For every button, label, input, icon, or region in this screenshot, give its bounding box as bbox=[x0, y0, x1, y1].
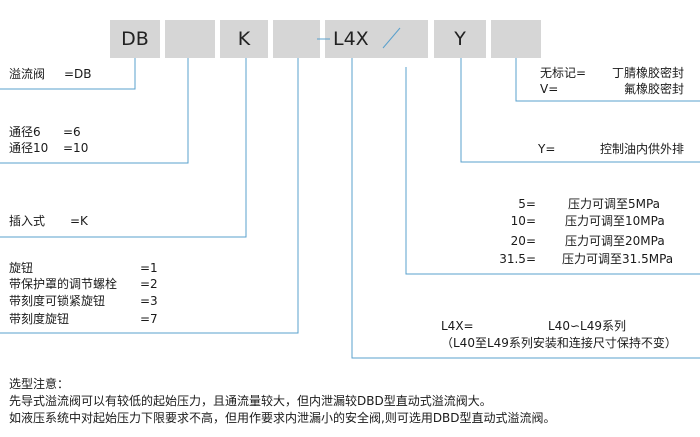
code-db: DB bbox=[121, 28, 149, 50]
insert-label: 插入式 bbox=[9, 214, 46, 228]
pressure-desc-31: 压力可调至31.5MPa bbox=[562, 252, 674, 266]
notes-line-2: 如液压系统中对起始压力下限要求不高，但用作要求内泄漏小的安全阀,则可选用DBD型… bbox=[9, 411, 556, 425]
pressure-desc-5: 压力可调至5MPa bbox=[568, 197, 661, 211]
code-box-blank-3 bbox=[491, 20, 541, 58]
adjust-value-7: =7 bbox=[140, 312, 158, 326]
code-box-y: Y bbox=[434, 20, 486, 58]
pressure-key-31: 31.5= bbox=[499, 252, 536, 266]
size-label-10: 通径10 bbox=[9, 141, 49, 155]
notes-title: 选型注意： bbox=[9, 377, 70, 391]
series-note: （L40至L49系列安装和连接尺寸保持不变） bbox=[441, 336, 677, 350]
seal-key-v: V= bbox=[540, 82, 559, 96]
code-box-l4x: L4X bbox=[325, 20, 428, 58]
adjust-label-3: 带刻度可锁紧旋钮 bbox=[9, 294, 106, 308]
code-y: Y bbox=[454, 28, 466, 50]
adjust-value-3: =3 bbox=[140, 294, 158, 308]
pressure-desc-10: 压力可调至10MPa bbox=[565, 214, 665, 228]
insert-value: =K bbox=[70, 214, 88, 228]
seal-desc-fkm: 氟橡胶密封 bbox=[623, 82, 684, 96]
line-series bbox=[351, 58, 700, 359]
series-key: L4X= bbox=[441, 319, 474, 333]
code-box-db: DB bbox=[110, 20, 160, 58]
line-pressure bbox=[405, 67, 700, 275]
pressure-key-20: 20= bbox=[510, 234, 536, 248]
code-l4x: L4X bbox=[333, 28, 369, 50]
line-db bbox=[0, 58, 136, 90]
line-adjust bbox=[0, 58, 299, 334]
code-box-blank-1 bbox=[165, 20, 215, 58]
pressure-key-10: 10= bbox=[510, 214, 536, 228]
valve-label: 溢流阀 bbox=[9, 67, 46, 81]
drain-desc: 控制油内供外排 bbox=[599, 142, 684, 156]
series-range: L40∽L49系列 bbox=[548, 319, 626, 333]
line-size bbox=[0, 58, 189, 164]
adjust-value-1: =1 bbox=[140, 261, 158, 275]
line-drain bbox=[460, 58, 700, 163]
adjust-label-2: 带保护罩的调节螺栓 bbox=[9, 277, 118, 291]
valve-value: =DB bbox=[64, 67, 92, 81]
drain-key: Y= bbox=[538, 142, 556, 156]
code-box-k: K bbox=[220, 20, 268, 58]
adjust-value-2: =2 bbox=[140, 277, 158, 291]
line-insert bbox=[0, 58, 247, 238]
pressure-key-5: 5= bbox=[518, 197, 536, 211]
notes-line-1: 先导式溢流阀可以有较低的起始压力，且通流量较大，但内泄漏较DBD型直动式溢流阀大… bbox=[9, 394, 492, 408]
code-box-blank-2 bbox=[273, 20, 320, 58]
size-label-6: 通径6 bbox=[9, 125, 41, 139]
line-seal bbox=[515, 58, 700, 102]
code-k: K bbox=[237, 28, 251, 50]
seal-key-none: 无标记= bbox=[540, 66, 587, 80]
size-value-6: =6 bbox=[63, 125, 81, 139]
adjust-label-1: 旋钮 bbox=[9, 261, 34, 275]
seal-desc-nbr: 丁腈橡胶密封 bbox=[611, 66, 684, 80]
size-value-10: =10 bbox=[63, 141, 89, 155]
adjust-label-7: 带刻度旋钮 bbox=[9, 312, 70, 326]
dash-slash bbox=[382, 27, 401, 49]
pressure-desc-20: 压力可调至20MPa bbox=[565, 234, 665, 248]
